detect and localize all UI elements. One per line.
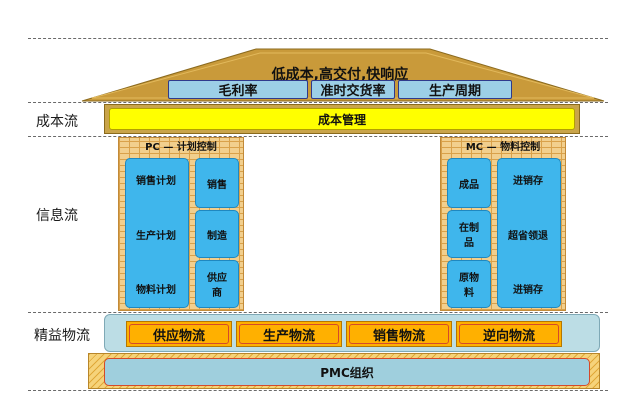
metric-on-time-delivery: 准时交货率 [311,80,395,99]
production-logistics-label: 生产物流 [239,324,339,344]
mc-actions-column [497,158,561,308]
wip-cell: 在制 品 [447,210,491,258]
inventory-flow-label-bottom: 进销存 [513,285,543,296]
separator-line [28,312,608,313]
production-plan-label: 生产计划 [136,231,176,242]
roof-title: 低成本,高交付,快响应 [271,67,409,83]
row-label-cost-flow: 成本流 [36,114,78,130]
manufacturing-cell: 制造 [195,210,239,258]
supply-logistics-label: 供应物流 [129,324,229,344]
cost-management-beam: 成本管理 [104,104,580,134]
inventory-flow-label-top: 进销存 [513,176,543,187]
row-label-lean-logistics: 精益物流 [34,328,90,344]
sales-plan-label: 销售计划 [136,176,176,187]
supplier-cell: 供应 商 [195,260,239,308]
pc-plans-column [125,158,189,308]
pc-pillar-title: PC — 计划控制 [145,142,217,153]
mc-pillar-title: MC — 物料控制 [465,142,541,153]
finished-goods-cell: 成品 [447,158,491,208]
sales-cell: 销售 [195,158,239,208]
reverse-logistics-label: 逆向物流 [459,324,559,344]
separator-line [28,136,608,137]
separator-line [28,390,608,391]
production-logistics: 生产物流 [236,321,342,347]
excess-return-label: 超省领退 [508,231,548,242]
cost-management-label: 成本管理 [109,108,575,130]
material-plan-label: 物料计划 [136,285,176,296]
row-label-info-flow: 信息流 [36,208,78,224]
supply-logistics: 供应物流 [126,321,232,347]
separator-line [28,38,608,39]
sales-logistics-label: 销售物流 [349,324,449,344]
separator-line [28,102,608,103]
pmc-organization-label: PMC组织 [104,358,590,386]
mc-pillar: MC — 物料控制 成品 在制 品 原物 料 进销存 超省领退 进销存 [440,137,566,311]
sales-logistics: 销售物流 [346,321,452,347]
metric-gross-margin: 毛利率 [168,80,308,99]
reverse-logistics: 逆向物流 [456,321,562,347]
raw-material-cell: 原物 料 [447,260,491,308]
metric-production-cycle: 生产周期 [398,80,512,99]
pc-pillar: PC — 计划控制 销售计划 生产计划 物料计划 销售 制造 供应 商 [118,137,244,311]
